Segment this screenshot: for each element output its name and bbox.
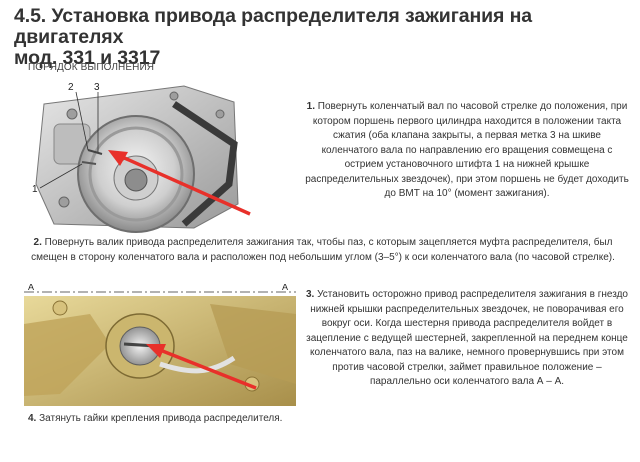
axis-label-a-right: А bbox=[282, 284, 288, 292]
red-arrow-head bbox=[146, 344, 166, 358]
timing-mark bbox=[87, 149, 103, 155]
timing-pin bbox=[81, 161, 97, 165]
step-1-body: Повернуть коленчатый вал по часовой стре… bbox=[305, 101, 629, 199]
page-title: 4.5. Установка привода распределителя за… bbox=[14, 6, 630, 69]
step-4-text: 4. Затянуть гайки крепления привода расп… bbox=[28, 412, 318, 427]
crankshaft-pulley-photo: 2 3 1 bbox=[32, 82, 251, 233]
step-2-body: Повернуть валик привода распределителя з… bbox=[31, 237, 615, 263]
bolt bbox=[58, 196, 70, 208]
step-1-text: 1. Повернуть коленчатый вал по часовой с… bbox=[304, 100, 630, 202]
bolt bbox=[52, 300, 68, 316]
bolt bbox=[169, 91, 179, 101]
step-2-text: 2. Повернуть валик привода распределител… bbox=[28, 236, 618, 265]
title-line-2: мод. 331 и 3317 bbox=[14, 47, 161, 69]
step-4-number: 4. bbox=[28, 413, 37, 424]
callout-2 bbox=[75, 91, 89, 151]
housing-rib bbox=[210, 304, 296, 384]
callout-label-1: 1 bbox=[32, 184, 38, 195]
title-line-1: 4.5. Установка привода распределителя за… bbox=[14, 5, 533, 48]
housing-rib bbox=[24, 314, 110, 396]
step-3-body: Установить осторожно привод распределите… bbox=[306, 289, 628, 387]
red-arrow-shaft bbox=[119, 154, 251, 216]
callout-1 bbox=[39, 163, 83, 189]
callout-label-2: 2 bbox=[68, 82, 74, 93]
callout-label-3: 3 bbox=[94, 82, 100, 93]
figure-distributor-drive: А А bbox=[20, 284, 300, 408]
figure-crankshaft-pulley: 2 3 1 bbox=[24, 74, 294, 234]
bolt bbox=[66, 108, 78, 120]
oil-pipe bbox=[159, 355, 236, 374]
step-4-body: Затянуть гайки крепления привода распред… bbox=[39, 413, 283, 424]
distributor-drive-photo: А А bbox=[24, 284, 296, 406]
step-3-text: 3. Установить осторожно привод распредел… bbox=[304, 288, 630, 390]
step-1-number: 1. bbox=[306, 101, 315, 112]
drive-belt bbox=[172, 101, 238, 227]
red-arrow-head bbox=[108, 150, 128, 166]
bolt bbox=[215, 109, 225, 119]
red-arrow-shaft bbox=[159, 348, 257, 390]
step-3-number: 3. bbox=[306, 289, 315, 300]
step-2-number: 2. bbox=[33, 237, 42, 248]
pulley-ring bbox=[88, 126, 184, 222]
section-subtitle: ПОРЯДОК ВЫПОЛНЕНИЯ bbox=[28, 62, 155, 73]
axis-label-a-left: А bbox=[28, 284, 34, 292]
pulley-nut bbox=[124, 168, 148, 192]
